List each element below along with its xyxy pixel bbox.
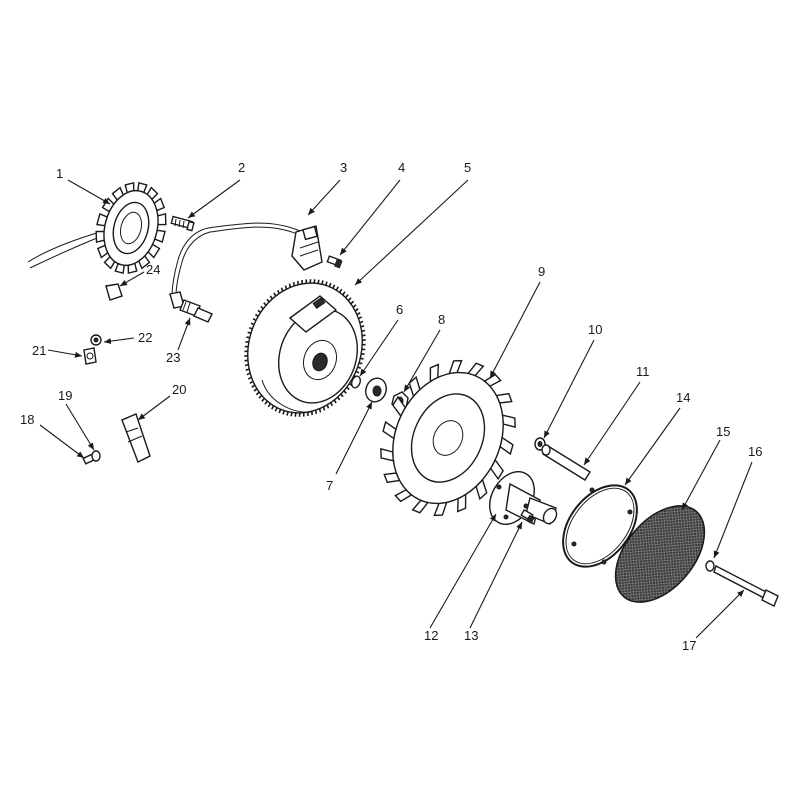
flywheel-part (244, 279, 366, 417)
ignition-module-part (169, 222, 323, 309)
stator-tooth (95, 230, 105, 244)
callout-labels: 1 2 3 4 5 6 7 8 9 10 11 12 13 14 15 16 1… (20, 160, 762, 653)
callout-15: 15 (716, 424, 730, 439)
callout-10: 10 (588, 322, 602, 337)
callout-18: 18 (20, 412, 34, 427)
callout-23: 23 (166, 350, 180, 365)
washer-part-7 (365, 377, 387, 403)
fan-blade (501, 414, 516, 429)
callout-12: 12 (424, 628, 438, 643)
stator-part (27, 181, 167, 275)
fan-blade (380, 447, 395, 462)
cooling-fan-part (380, 359, 516, 517)
screw-part-2 (170, 215, 195, 232)
callout-2: 2 (238, 160, 245, 175)
long-bolt-part (713, 565, 779, 607)
callout-8: 8 (438, 312, 445, 327)
bolt-part-13 (520, 508, 535, 524)
callout-1: 1 (56, 166, 63, 181)
retaining-ring-part (562, 484, 638, 568)
bracket-part (121, 413, 151, 463)
callout-9: 9 (538, 264, 545, 279)
callout-7: 7 (326, 478, 333, 493)
callout-6: 6 (396, 302, 403, 317)
callout-19: 19 (58, 388, 72, 403)
callout-3: 3 (340, 160, 347, 175)
clip-part-24 (105, 283, 123, 301)
callout-17: 17 (682, 638, 696, 653)
leader-lines (39, 179, 753, 639)
callout-13: 13 (464, 628, 478, 643)
callout-4: 4 (398, 160, 405, 175)
washer-part-19 (91, 450, 101, 462)
rotating-screen-part (614, 505, 706, 603)
callout-22: 22 (138, 330, 152, 345)
stator-tooth (157, 212, 167, 226)
washer-part-16 (705, 560, 715, 572)
callout-14: 14 (676, 390, 690, 405)
hub-part (489, 471, 558, 526)
clip-part (83, 347, 97, 365)
spark-plug-part (179, 299, 213, 323)
callout-20: 20 (172, 382, 186, 397)
callout-24: 24 (146, 262, 160, 277)
callout-11: 11 (636, 364, 650, 379)
nut-part-22 (90, 334, 102, 346)
screw-part-4 (326, 255, 343, 269)
key-part (351, 375, 361, 389)
callout-16: 16 (748, 444, 762, 459)
pin-part-11 (541, 444, 591, 481)
callout-5: 5 (464, 160, 471, 175)
callout-21: 21 (32, 343, 46, 358)
